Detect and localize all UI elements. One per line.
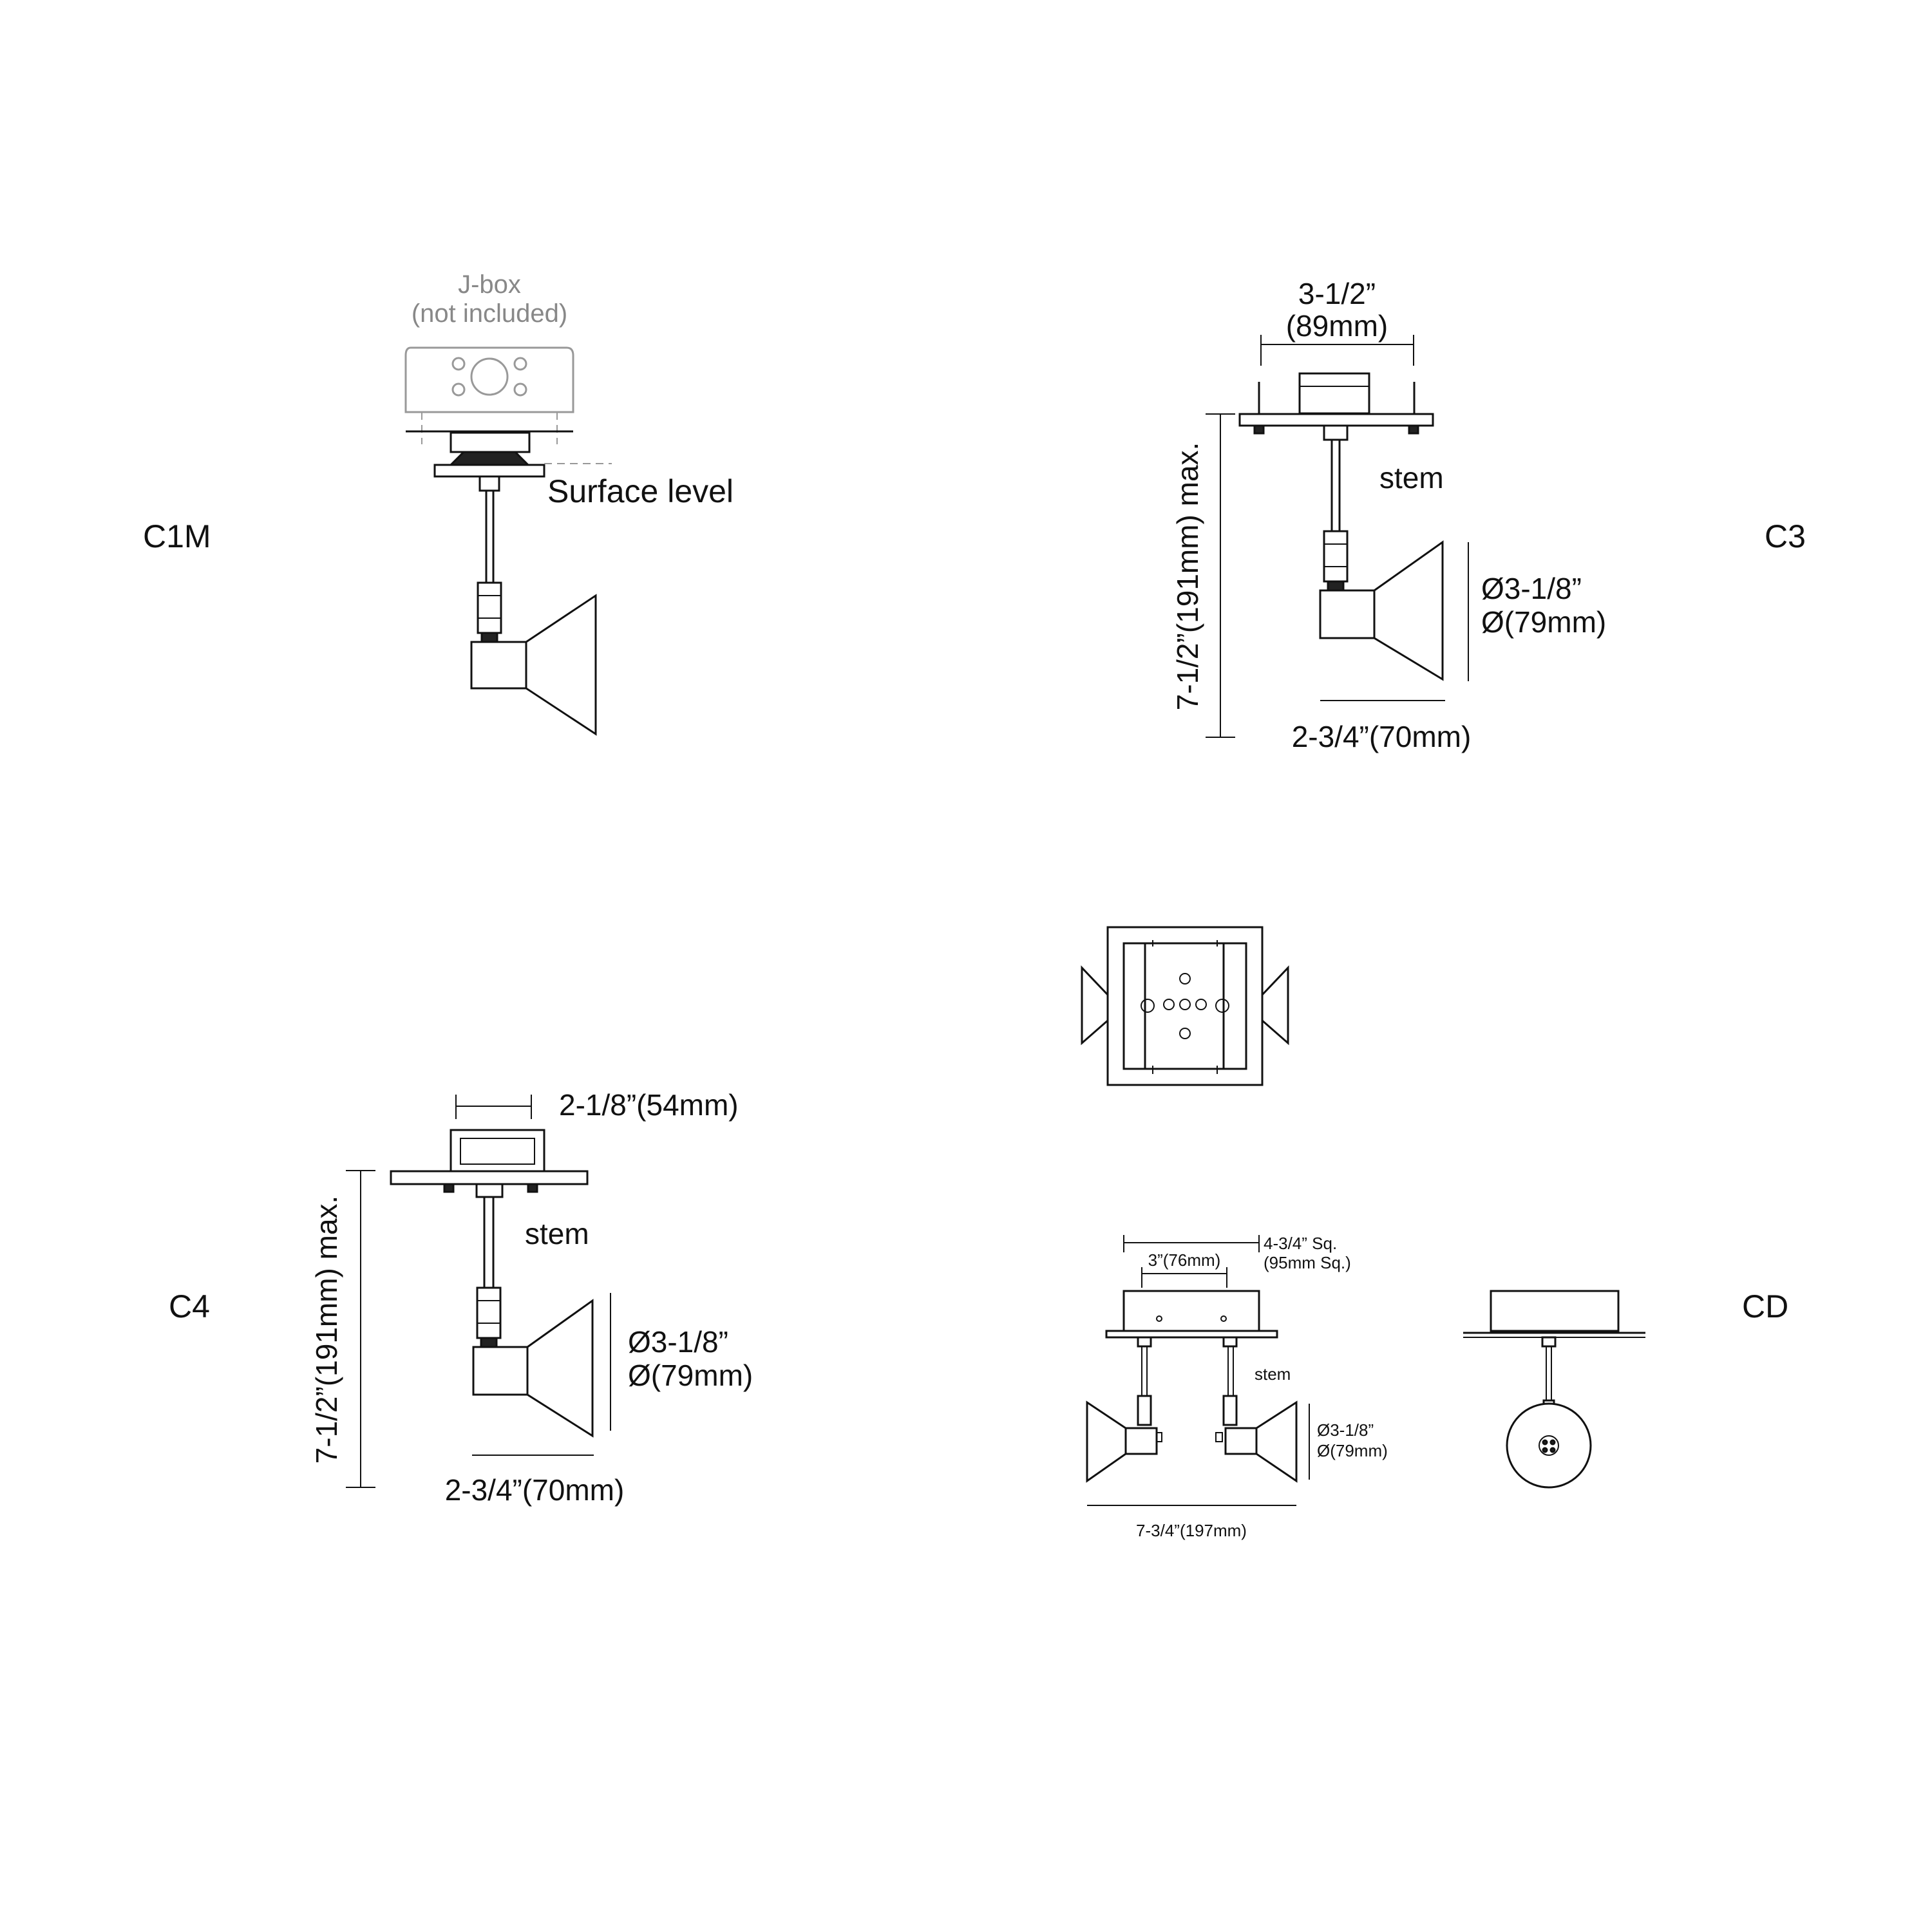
c4-depth-label: 2-3/4”(70mm) xyxy=(445,1473,625,1507)
c3-dia-in: Ø3-1/8” xyxy=(1481,572,1582,605)
c3-width-mm: (89mm) xyxy=(1286,309,1388,343)
c4-dia-mm: Ø(79mm) xyxy=(628,1359,753,1392)
cd-sq-in: 4-3/4” Sq. xyxy=(1264,1234,1337,1253)
c1m-jbox-label-1: J-box xyxy=(458,270,521,299)
cd-sq-mm: (95mm Sq.) xyxy=(1264,1253,1351,1272)
c3-stem-label: stem xyxy=(1379,461,1444,495)
label-c3: C3 xyxy=(1765,518,1806,554)
c1m-jbox xyxy=(404,346,574,444)
c1m-jbox-label-2: (not included) xyxy=(412,299,567,328)
c3-width-in: 3-1/2” xyxy=(1298,277,1376,310)
c1m-surface-label: Surface level xyxy=(547,473,734,509)
cd-dia-in: Ø3-1/8” xyxy=(1317,1420,1374,1440)
c3-height-label: 7-1/2”(191mm) max. xyxy=(1171,442,1204,711)
cd-front-view: 4-3/4” Sq. (95mm Sq.) 3”(76mm) stem Ø3- xyxy=(1086,1234,1388,1540)
cd-side-view xyxy=(1463,1290,1645,1489)
c4-width-label: 2-1/8”(54mm) xyxy=(559,1088,739,1122)
c4-stem-label: stem xyxy=(525,1217,589,1250)
c3-dia-mm: Ø(79mm) xyxy=(1481,605,1606,639)
c3-fixture-drawing: 3-1/2” (89mm) stem 7-1/2”(191mm) max. Ø3… xyxy=(1171,277,1606,753)
label-c4: C4 xyxy=(169,1288,210,1324)
label-cd: CD xyxy=(1742,1288,1788,1324)
cd-overall-label: 7-3/4”(197mm) xyxy=(1136,1521,1247,1540)
c1m-fixture-drawing: J-box (not included) Surface level xyxy=(404,270,734,736)
cd-dia-mm: Ø(79mm) xyxy=(1317,1441,1388,1460)
c4-height-label: 7-1/2”(191mm) max. xyxy=(310,1196,343,1464)
cd-stem-label: stem xyxy=(1255,1364,1291,1384)
c3-depth-label: 2-3/4”(70mm) xyxy=(1292,720,1472,753)
label-c1m: C1M xyxy=(143,518,211,554)
cd-spacing-label: 3”(76mm) xyxy=(1148,1250,1221,1270)
cd-plan-view xyxy=(1081,926,1289,1086)
c4-fixture-drawing: 2-1/8”(54mm) stem 7-1/2”(191mm) max. Ø3-… xyxy=(310,1088,753,1507)
c4-dia-in: Ø3-1/8” xyxy=(628,1325,728,1359)
